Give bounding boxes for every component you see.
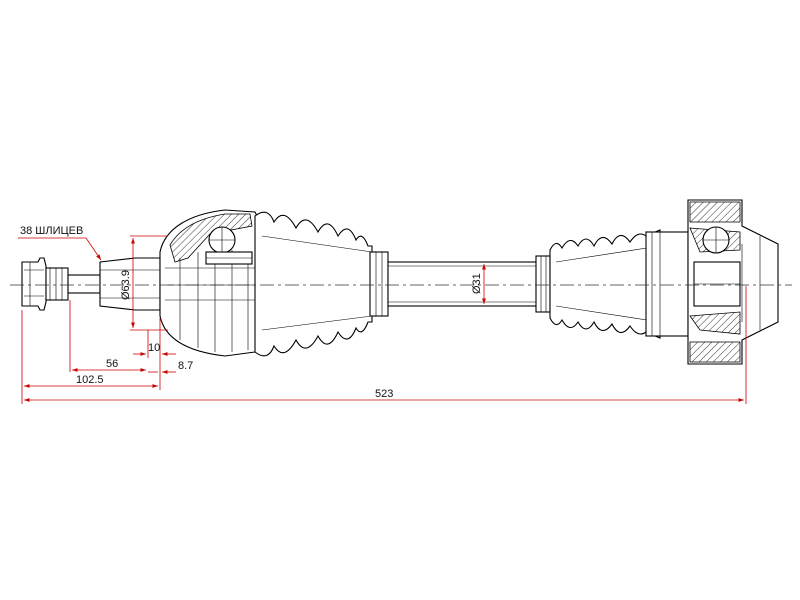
outer-joint-housing	[159, 209, 263, 357]
outer-joint-boot	[254, 211, 389, 357]
label-shaft-diameter: Ø31	[471, 273, 483, 294]
label-flange-offset: 8.7	[178, 360, 193, 372]
label-outer-length: 102.5	[76, 374, 104, 386]
label-joint-diameter: Ø63.9	[120, 270, 132, 300]
label-overall-length: 523	[375, 388, 393, 400]
splined-stub	[21, 257, 161, 311]
splines-note: 38 ШЛИЦЕВ	[20, 225, 83, 237]
inner-joint-housing	[687, 199, 779, 365]
label-groove-width: 10	[148, 342, 160, 354]
outer-cv-joint	[21, 209, 389, 357]
dimension-lines	[18, 235, 747, 404]
intermediate-shaft	[387, 261, 539, 307]
inner-joint-boot	[535, 229, 689, 339]
label-stub-length: 56	[106, 358, 118, 370]
splines-leader-line	[18, 237, 102, 261]
dimension-labels: 38 ШЛИЦЕВ 523 102.5 56 10 8.7 Ø63.9 Ø31	[20, 225, 483, 400]
inner-tripod-joint	[535, 199, 779, 365]
